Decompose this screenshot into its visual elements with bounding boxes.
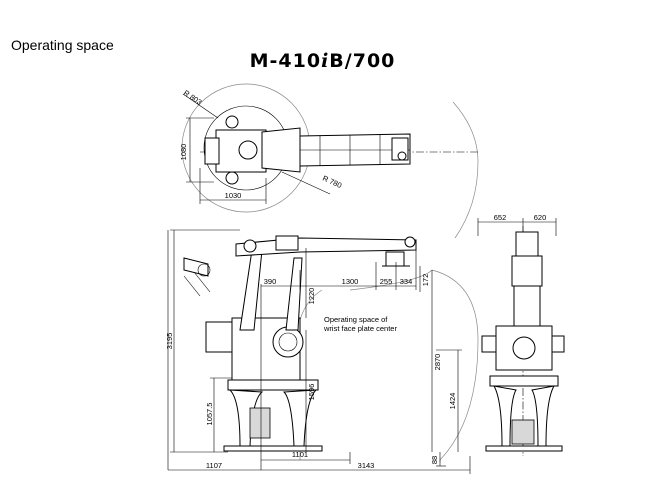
side-wrist [385, 251, 405, 267]
side-base-grille [249, 407, 271, 439]
front-side-motor-left [481, 335, 497, 353]
dim-r803: R 803 [182, 88, 204, 107]
dim-leader-r780 [281, 171, 331, 195]
side-base-plate [227, 379, 319, 391]
side-link-detail [183, 257, 209, 277]
front-motor [512, 336, 536, 360]
top-counterweight [204, 137, 220, 165]
dim-620: 620 [534, 213, 547, 222]
side-view: 3195 1057.5 390 1300 255 334 1220 172 15… [165, 229, 479, 474]
dim-172: 172 [421, 274, 430, 287]
top-envelope-arc [452, 101, 479, 239]
top-j2-hub [238, 140, 258, 160]
top-arm-root [261, 127, 301, 173]
model-title: M-410iB/700 [0, 50, 645, 72]
side-counterweight [205, 321, 233, 353]
side-arm-housing [275, 235, 299, 251]
dim-334: 334 [400, 277, 413, 286]
side-link-leg-1 [183, 275, 201, 297]
dim-652: 652 [494, 213, 507, 222]
section-heading: Operating space [11, 37, 114, 53]
dim-88: 88 [430, 456, 439, 464]
dim-1080-top: 1080 [179, 144, 188, 161]
side-link-leg-2 [193, 271, 211, 293]
top-motor-lower [225, 171, 239, 185]
dim-3143: 3143 [358, 461, 375, 470]
side-j2-motor-inner [278, 332, 298, 352]
dim-3195: 3195 [165, 333, 174, 350]
side-envelope-top [349, 269, 433, 291]
dim-1300: 1300 [342, 277, 359, 286]
side-base-foot [223, 445, 323, 452]
dim-leader-r803 [182, 93, 219, 119]
side-parallel-link [285, 257, 303, 331]
dim-r780: R 780 [321, 174, 343, 190]
model-suffix: B/700 [329, 50, 396, 72]
front-view: 652 620 [477, 213, 565, 456]
top-motor-upper [225, 115, 239, 129]
dim-1057: 1057.5 [205, 403, 214, 426]
dim-1107: 1107 [206, 461, 222, 470]
dim-2870: 2870 [433, 354, 442, 371]
top-view: 1080 1030 R 803 R 780 [179, 83, 479, 239]
front-lower-arm [513, 285, 541, 327]
front-upper-arm [511, 255, 543, 287]
dim-255: 255 [380, 277, 393, 286]
annotation-line-2: wrist face plate center [323, 324, 397, 333]
dim-1030: 1030 [225, 191, 242, 200]
front-wrist [515, 231, 539, 257]
annotation-line-1: Operating space of [324, 315, 388, 324]
dim-390: 390 [264, 277, 277, 286]
dim-1424: 1424 [448, 393, 457, 410]
side-j4-axis [404, 236, 416, 248]
front-base-plate [489, 375, 559, 387]
side-j3-axis [243, 239, 257, 253]
front-leg-right [531, 385, 555, 447]
side-envelope-outer [431, 269, 479, 462]
front-base-box [511, 419, 535, 445]
front-base-foot [485, 445, 563, 452]
dim-1596: 1596 [307, 384, 316, 401]
dim-1220: 1220 [307, 288, 316, 305]
side-j2-motor [272, 326, 304, 358]
front-side-motor-right [551, 335, 565, 353]
side-link-circle [197, 263, 211, 277]
model-prefix: M-410 [249, 50, 322, 72]
dim-1101: 1101 [292, 450, 308, 459]
top-flange [397, 151, 407, 161]
model-script-letter: i [321, 50, 330, 72]
